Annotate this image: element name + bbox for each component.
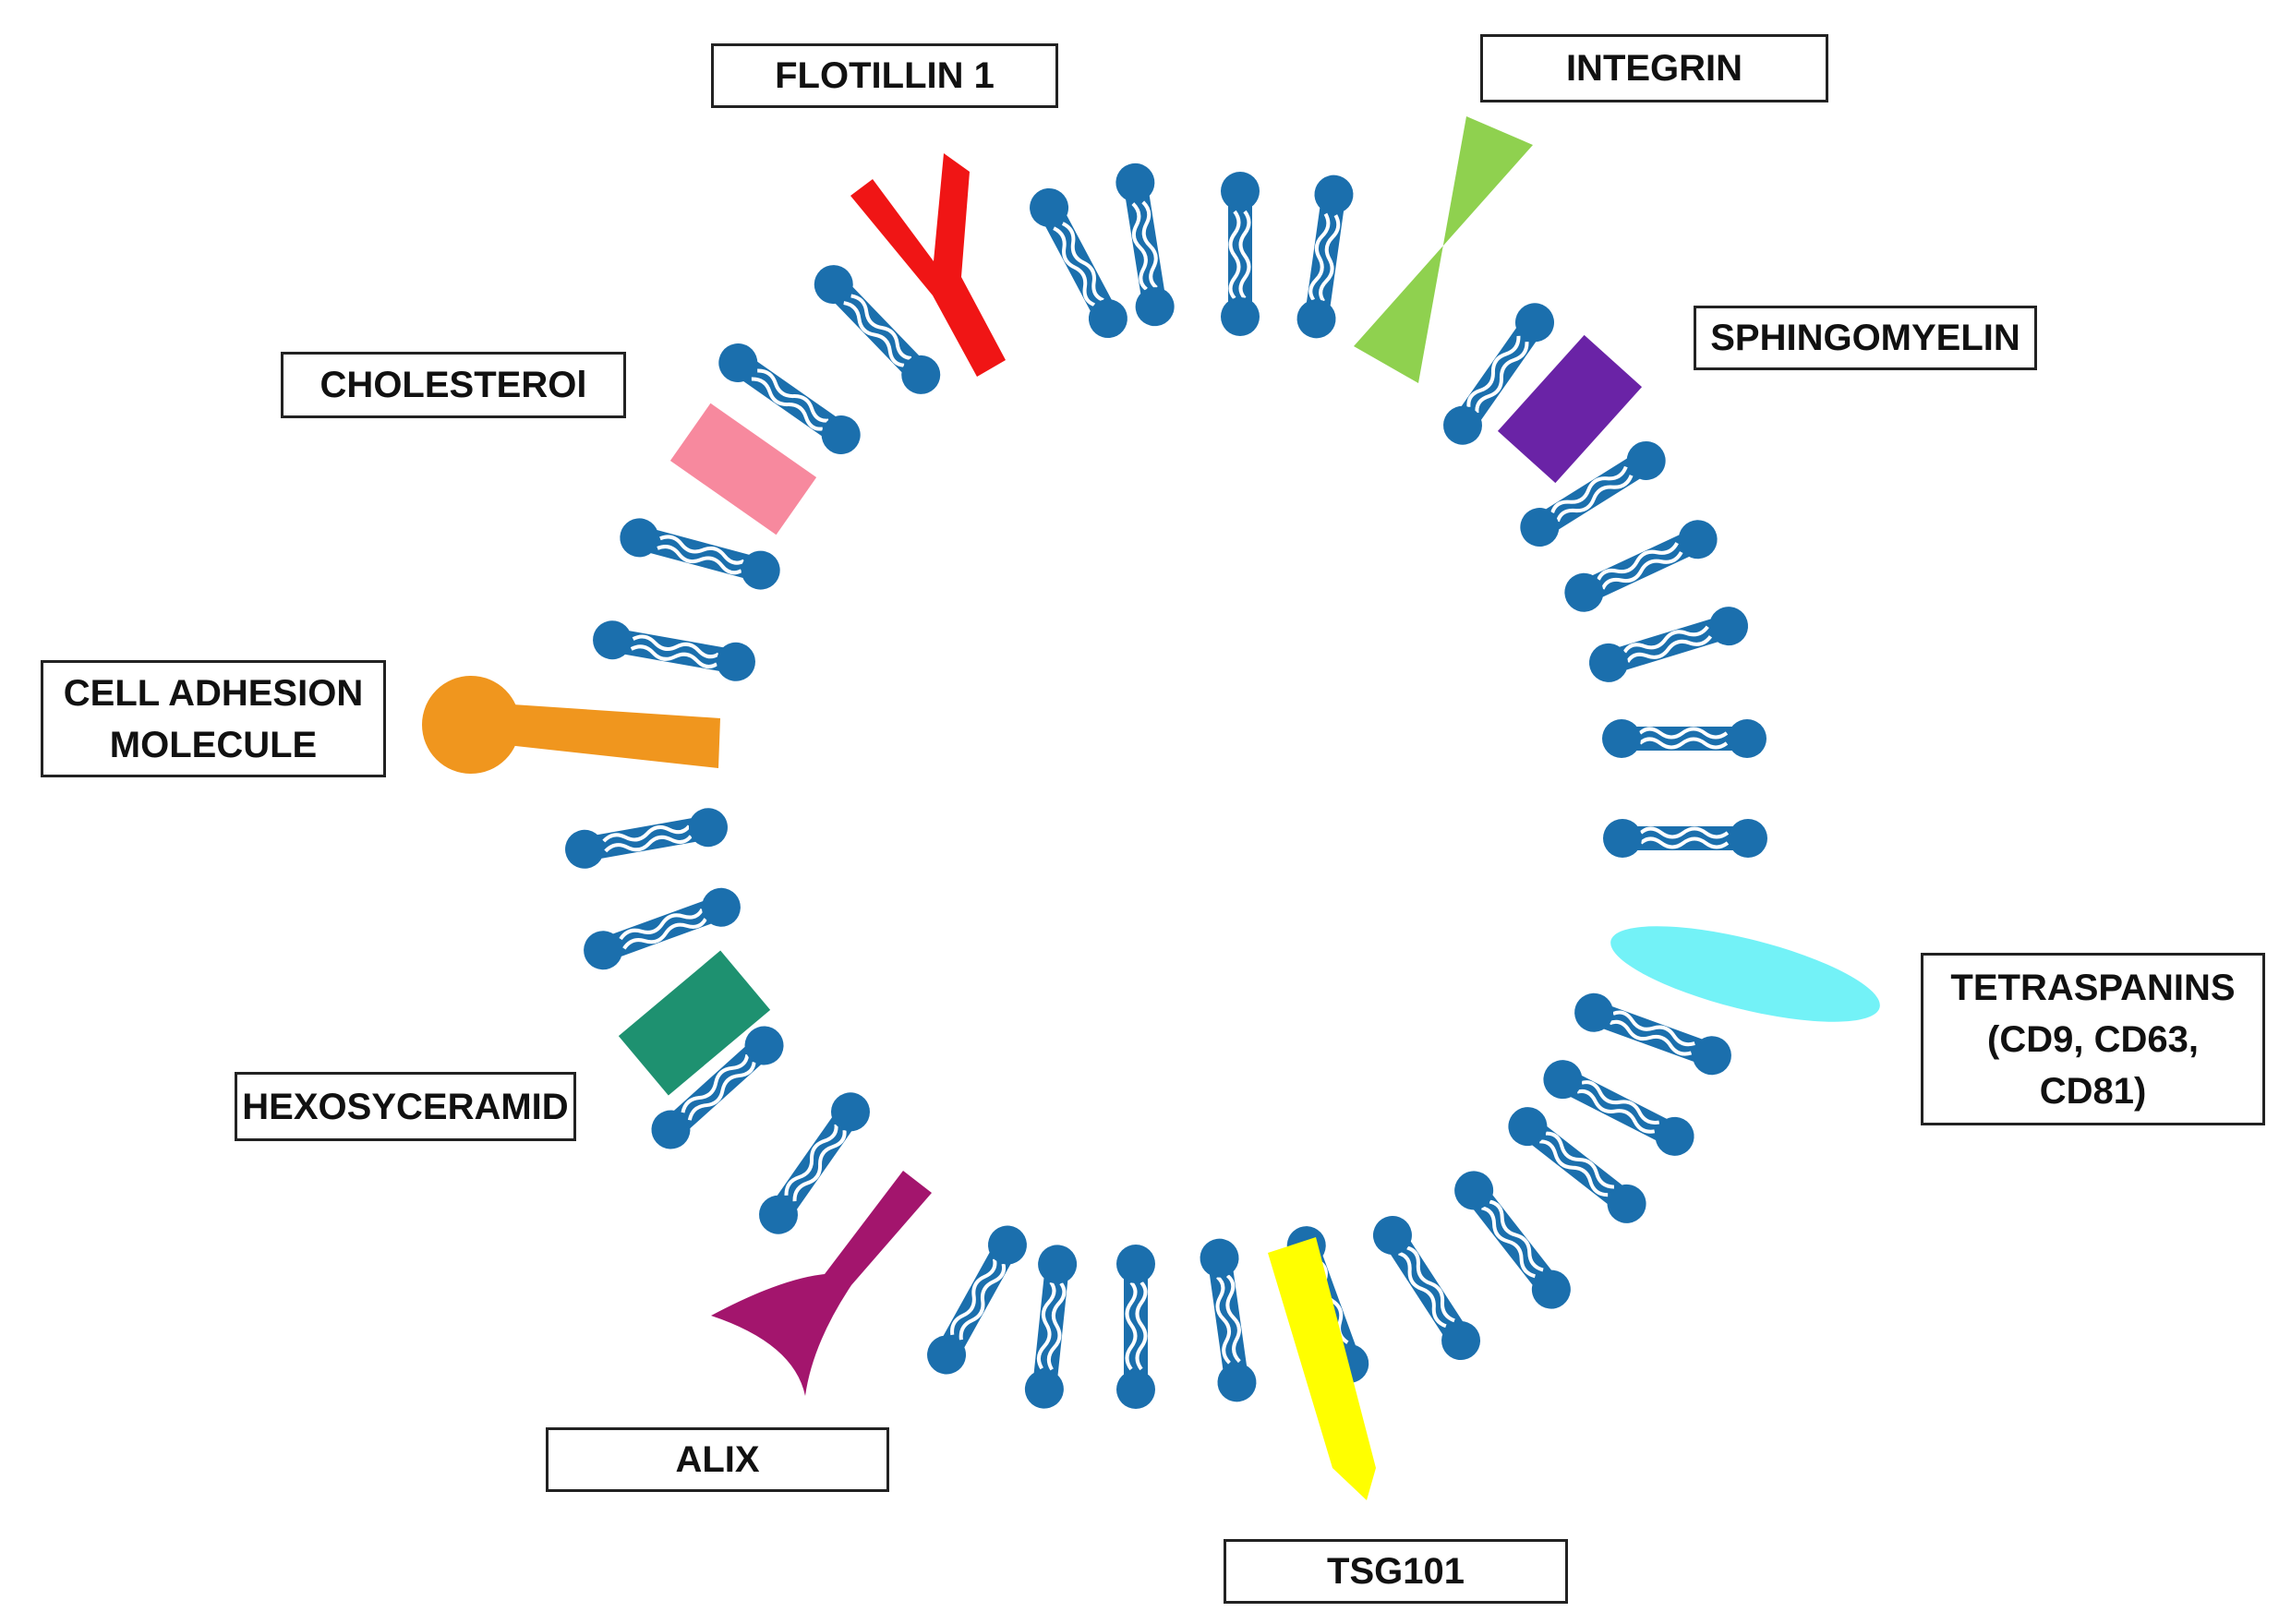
label-integrin: INTEGRIN (1480, 34, 1828, 102)
label-tsg101: TSG101 (1224, 1539, 1568, 1604)
alix-shape (711, 1171, 932, 1396)
lipid-molecule (1116, 1245, 1155, 1409)
lipid-molecule (590, 618, 759, 684)
tsg101-shape (1268, 1237, 1376, 1500)
lipid-molecule (1569, 988, 1737, 1080)
lipid-molecule (562, 805, 731, 872)
lipid-molecule (616, 514, 785, 595)
label-hexosyceramid: HEXOSYCERAMID (235, 1072, 576, 1141)
label-tetraspanins: TETRASPANINS(CD9, CD63,CD81) (1921, 953, 2265, 1125)
cell-adhesion-molecule-shape (422, 676, 720, 774)
lipid-molecule (1366, 1209, 1488, 1367)
lipid-molecule (752, 1085, 878, 1242)
lipid-molecule (1585, 602, 1754, 687)
lipid-molecule (1295, 173, 1356, 341)
lipid-molecule (1603, 819, 1767, 858)
label-flotillin-1: FLOTILLIN 1 (711, 43, 1058, 108)
sphingomyelin-shape (1497, 334, 1643, 484)
label-alix: ALIX (546, 1427, 889, 1492)
lipid-molecule (1198, 1236, 1259, 1404)
lipid-molecule (920, 1219, 1033, 1381)
label-cholesterol: CHOLESTEROl (281, 352, 626, 418)
hexosyceramid-shape (618, 950, 771, 1096)
lipid-molecule (1023, 182, 1135, 345)
lipid-molecule (1602, 719, 1766, 758)
cholesterol-shape (669, 403, 817, 535)
lipid-molecule (1113, 161, 1176, 329)
lipid-molecule (1023, 1243, 1079, 1410)
flotillin-1-shape (850, 153, 1006, 377)
tetraspanins-shape (1610, 926, 1880, 1022)
membrane-components (422, 116, 1880, 1500)
label-sphingomyelin: SPHINGOMYELIN (1694, 306, 2037, 370)
integrin-shape (1354, 116, 1533, 383)
lipid-molecule (1221, 172, 1260, 336)
lipid-molecule (1447, 1163, 1579, 1317)
lipid-molecule (1558, 513, 1723, 618)
